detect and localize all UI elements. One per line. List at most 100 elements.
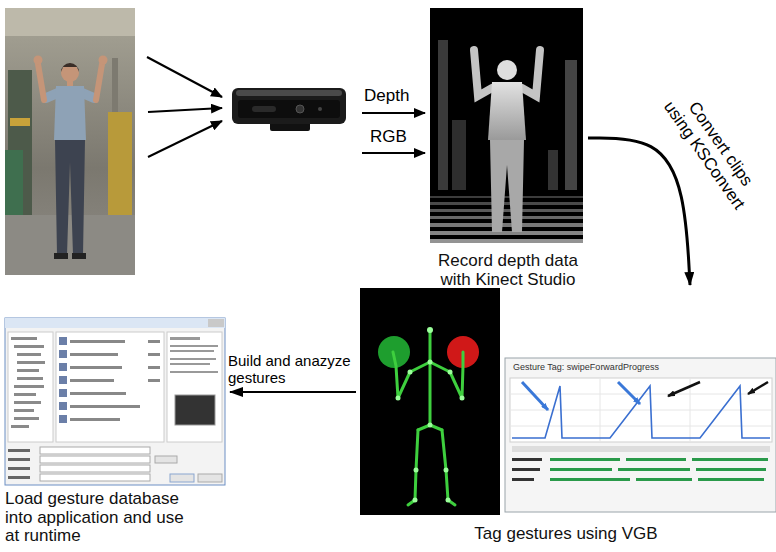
flow-arrow: [588, 138, 690, 285]
vgb-screenshot-part-part: [512, 468, 540, 471]
capture-arrows: [147, 57, 222, 157]
project-dialog-part-part: [8, 449, 30, 452]
project-dialog-part-part: [170, 358, 216, 360]
project-dialog-part-part: [59, 415, 67, 423]
skeleton-view-part-part: [444, 468, 449, 473]
project-dialog-part-part: [59, 402, 67, 410]
vgb-screenshot-part: [510, 378, 772, 442]
person-photo-part: [5, 150, 23, 220]
project-dialog-part-part: [40, 456, 150, 463]
project-dialog-part-part: [170, 345, 218, 347]
depth-panel: Record depth data with Kinect Studio: [428, 6, 588, 294]
vgb-screenshot-part: [550, 458, 768, 481]
project-dialog-part-part: [170, 350, 214, 352]
stream-label: Depth: [364, 86, 409, 106]
skeleton-view-part-part: [414, 468, 419, 473]
kinect-sensor-part: [232, 88, 346, 124]
project-dialog-part: [8, 332, 53, 442]
project-dialog-part: [175, 395, 215, 425]
vgb-screenshot-part-part: [698, 478, 764, 481]
stream-arrows: [362, 113, 425, 153]
vgb-screenshot-part-part: [550, 468, 612, 471]
kinect-sensor-part: [296, 105, 304, 113]
person-photo-part: [108, 112, 132, 230]
depth-image-part: [430, 223, 583, 227]
vgb-screenshot-part: [512, 386, 770, 438]
kinect-sensor-part: [238, 100, 340, 118]
skeleton-view-part: [396, 327, 465, 503]
project-dialog-part: [155, 456, 177, 463]
skeleton-view-part-part: [396, 396, 401, 401]
project-dialog-part-part: [59, 350, 67, 358]
stream-label: RGB: [370, 127, 407, 147]
kinect-sensor-part: [252, 106, 276, 112]
person-photo-part: [5, 8, 135, 275]
label-anchor: Depth: [364, 86, 409, 106]
project-dialog-part-part: [40, 465, 150, 472]
skeleton-view-part: [393, 330, 463, 505]
capture-arrows-part: [148, 108, 222, 112]
vgb-screenshot-part-part: [550, 458, 620, 461]
vgb-screenshot-part-part: [692, 458, 768, 461]
person-photo-part: [72, 253, 86, 259]
project-dialog-part-part: [14, 393, 36, 396]
project-dialog: [5, 318, 225, 485]
depth-image-part: [497, 60, 517, 80]
application-panel: Load gesture database into application a…: [4, 316, 230, 550]
vgb-screenshot-part: [512, 446, 770, 452]
project-dialog-part-part: [14, 417, 39, 420]
vgb-screenshot-part-part: [600, 378, 601, 442]
project-dialog-part: [70, 340, 160, 421]
depth-image-part: [474, 50, 492, 96]
project-dialog-part-part: [70, 405, 140, 408]
vgb-screenshot-part-part: [510, 410, 772, 411]
project-dialog-part: [8, 449, 30, 479]
person-photo-part: [38, 64, 44, 100]
skeleton-view-part-part: [413, 498, 418, 503]
project-dialog-part: [56, 332, 164, 442]
edge-label-anchor: Convert clips using KSConvert: [656, 82, 768, 218]
person-photo-part: [55, 140, 85, 255]
project-dialog-part-part: [17, 361, 45, 364]
depth-image-part: [430, 209, 583, 212]
edge-label: Build and anazyze gestures: [226, 352, 360, 387]
project-dialog-part: [59, 337, 67, 423]
project-dialog-part-part: [11, 337, 37, 340]
person-photo-part: [10, 118, 30, 126]
project-dialog-part-part: [148, 379, 160, 382]
skeleton-view-part: [360, 288, 500, 515]
skeleton-view-part-part: [446, 498, 451, 503]
skeleton-view-part-part: [460, 396, 465, 401]
depth-image-part: [430, 239, 583, 243]
vgb-screenshot-part: [510, 378, 772, 442]
skeleton-view-part-part: [428, 423, 433, 428]
project-dialog-part: [40, 447, 150, 481]
skeleton-view-part-part: [393, 352, 410, 398]
vgb-screenshot-part: [618, 382, 640, 404]
window-title: Gesture Tag: swipeForwardProgress: [513, 362, 659, 372]
project-dialog-part-part: [148, 340, 160, 343]
person-photo-part: [61, 64, 79, 82]
kinect-sensor-part: [236, 90, 342, 96]
skeleton-view-part-part: [429, 362, 432, 425]
project-dialog-part-part: [17, 353, 41, 356]
project-dialog-part: [11, 337, 45, 428]
kinect-sensor: [232, 88, 346, 131]
vgb-screenshot: [505, 358, 776, 512]
depth-image-part: [565, 60, 577, 190]
depth-image-part: [430, 202, 583, 205]
project-dialog-part-part: [59, 376, 67, 384]
vgb-screenshot-part: [512, 458, 542, 481]
skeleton-view-part-part: [408, 370, 413, 375]
depth-image-part: [430, 8, 583, 243]
vgb-screenshot-part-part: [550, 478, 630, 481]
person-photo-part: [96, 64, 102, 100]
project-dialog-part: [170, 337, 218, 373]
project-dialog-part: [5, 318, 225, 328]
project-dialog-part-part: [70, 418, 120, 421]
edge-label: Convert clips using KSConvert: [656, 82, 768, 218]
project-dialog-part-part: [14, 385, 44, 388]
depth-image-part: [430, 231, 583, 235]
